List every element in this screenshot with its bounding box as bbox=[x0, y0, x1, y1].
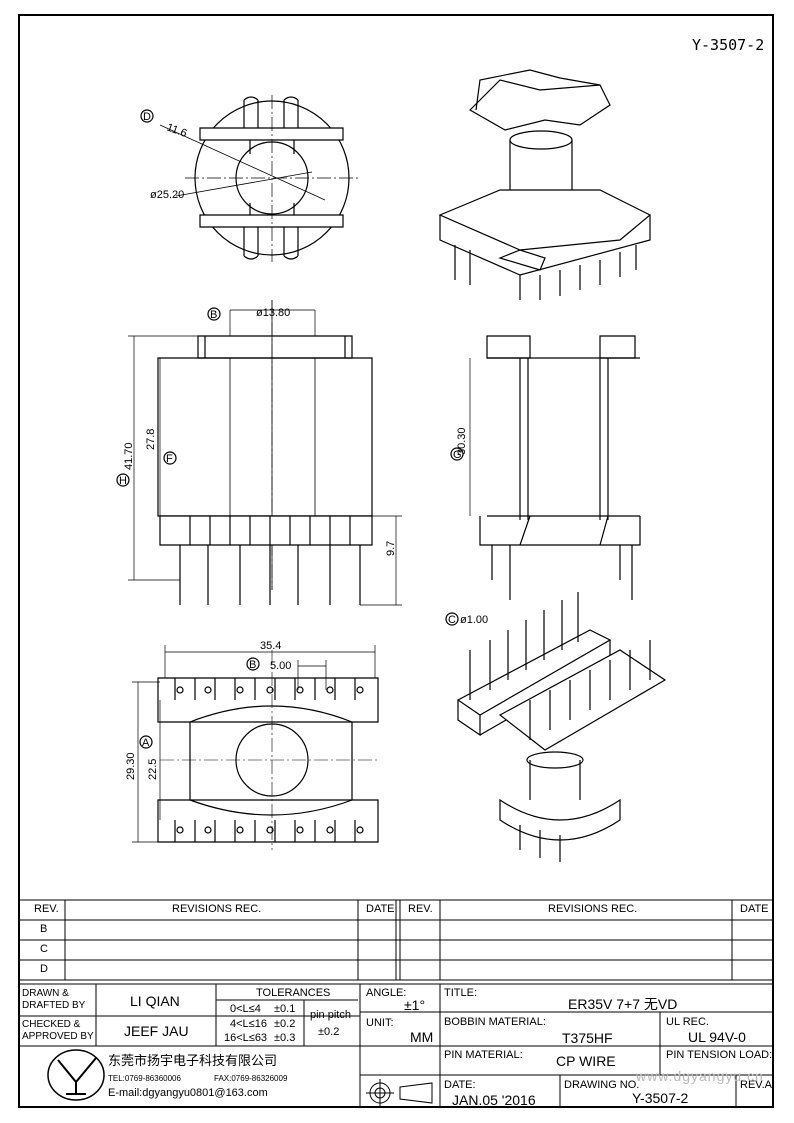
title-label: TITLE: bbox=[444, 987, 478, 999]
title-block bbox=[20, 984, 772, 1108]
pin-material-label: PIN MATERIAL: bbox=[444, 1049, 523, 1061]
drawing-number-top: Y-3507-2 bbox=[692, 36, 765, 54]
pin-pitch-label: pin pitch bbox=[310, 1009, 351, 1021]
dim-30-30: 30.30 bbox=[456, 427, 468, 455]
pin-pitch-value: ±0.2 bbox=[318, 1026, 340, 1038]
company-name: 东莞市扬宇电子科技有限公司 bbox=[108, 1053, 278, 1068]
ul-rec-value: UL 94V-0 bbox=[688, 1029, 746, 1045]
dim-pin-pitch: 5.00 bbox=[270, 660, 291, 672]
label-a: A bbox=[142, 737, 150, 749]
pin-material-value: CP WIRE bbox=[556, 1053, 616, 1069]
bobbin-material-label: BOBBIN MATERIAL: bbox=[444, 1016, 546, 1028]
date-value: JAN.05 '2016 bbox=[452, 1092, 536, 1108]
side-view bbox=[450, 335, 641, 600]
tol-range-1: 0<L≤4 bbox=[230, 1003, 261, 1015]
label-g: G bbox=[453, 449, 462, 461]
technical-drawing: D 11.6 ø25.20 B ø13.80 H 41.70 F 27.8 9.… bbox=[20, 69, 772, 1108]
tol-range-3: 16<L≤63 bbox=[224, 1032, 268, 1044]
dim-35-4: 35.4 bbox=[260, 640, 281, 652]
tolerances-label: TOLERANCES bbox=[256, 987, 331, 999]
unit-value: MM bbox=[410, 1029, 434, 1045]
date-label: DATE: bbox=[444, 1079, 476, 1091]
watermark: www.dgyangyu.cn bbox=[636, 1068, 764, 1084]
bottom-view bbox=[132, 645, 380, 850]
company-email: E-mail:dgyangyu0801@163.com bbox=[108, 1087, 268, 1099]
ul-rec-label: UL REC. bbox=[666, 1016, 709, 1028]
rev-row-b: B bbox=[40, 923, 48, 935]
title-value: ER35V 7+7 无VD bbox=[568, 996, 678, 1012]
checked-label: CHECKED & APPROVED BY bbox=[22, 1019, 94, 1042]
dim-29-30: 29.30 bbox=[125, 752, 137, 780]
dim-diameter-outer: ø25.20 bbox=[150, 189, 184, 201]
top-view bbox=[140, 95, 360, 262]
unit-label: UNIT: bbox=[366, 1017, 394, 1029]
revisions-header-left: REVISIONS REC. bbox=[172, 903, 262, 915]
rev-row-d: D bbox=[40, 963, 48, 975]
date-header-right: DATE bbox=[740, 903, 769, 915]
label-h: H bbox=[119, 475, 127, 487]
label-d: D bbox=[143, 111, 151, 123]
pin-tension-label: PIN TENSION LOAD: bbox=[666, 1049, 773, 1061]
dim-27-8: 27.8 bbox=[145, 429, 157, 450]
dim-41-70: 41.70 bbox=[123, 442, 135, 470]
revisions-header-right: REVISIONS REC. bbox=[548, 903, 638, 915]
rev-header-left: REV. bbox=[34, 903, 59, 915]
label-b-pitch: B bbox=[249, 659, 256, 671]
drawing-no-value: Y-3507-2 bbox=[632, 1090, 689, 1106]
tol-value-3: ±0.3 bbox=[274, 1032, 296, 1044]
dim-9-7: 9.7 bbox=[385, 541, 397, 556]
dim-22-5: 22.5 bbox=[147, 759, 159, 780]
angle-value: ±1° bbox=[404, 997, 426, 1013]
tol-value-1: ±0.1 bbox=[274, 1003, 296, 1015]
label-b-circle: B bbox=[210, 309, 217, 321]
drawing-no-label: DRAWING NO. bbox=[564, 1079, 640, 1091]
drawn-label: DRAWN & DRAFTED BY bbox=[22, 988, 86, 1011]
rev-row-c: C bbox=[40, 943, 48, 955]
drawn-value: LI QIAN bbox=[130, 993, 180, 1009]
label-f: F bbox=[166, 453, 173, 465]
tol-value-2: ±0.2 bbox=[274, 1018, 296, 1030]
date-header-left: DATE bbox=[366, 903, 395, 915]
company-fax: FAX:0769-86326009 bbox=[214, 1074, 288, 1083]
dim-13-80: ø13.80 bbox=[256, 307, 290, 319]
label-c: C bbox=[448, 614, 456, 626]
company-tel: TEL:0769-86360006 bbox=[108, 1074, 181, 1083]
bobbin-material-value: T375HF bbox=[562, 1030, 613, 1046]
dim-11-6: 11.6 bbox=[165, 122, 188, 140]
drawing-frame bbox=[18, 14, 774, 1108]
angle-label: ANGLE: bbox=[366, 987, 407, 999]
isometric-view-bottom bbox=[445, 592, 667, 862]
revision-table bbox=[20, 899, 772, 985]
rev-value: REV.A bbox=[740, 1079, 773, 1091]
rev-header-right: REV. bbox=[408, 903, 433, 915]
isometric-view-top bbox=[438, 69, 652, 300]
tol-range-2: 4<L≤16 bbox=[230, 1018, 267, 1030]
checked-value: JEEF JAU bbox=[124, 1023, 189, 1039]
front-view bbox=[116, 300, 402, 606]
dim-pin-diameter: ø1.00 bbox=[460, 614, 488, 626]
